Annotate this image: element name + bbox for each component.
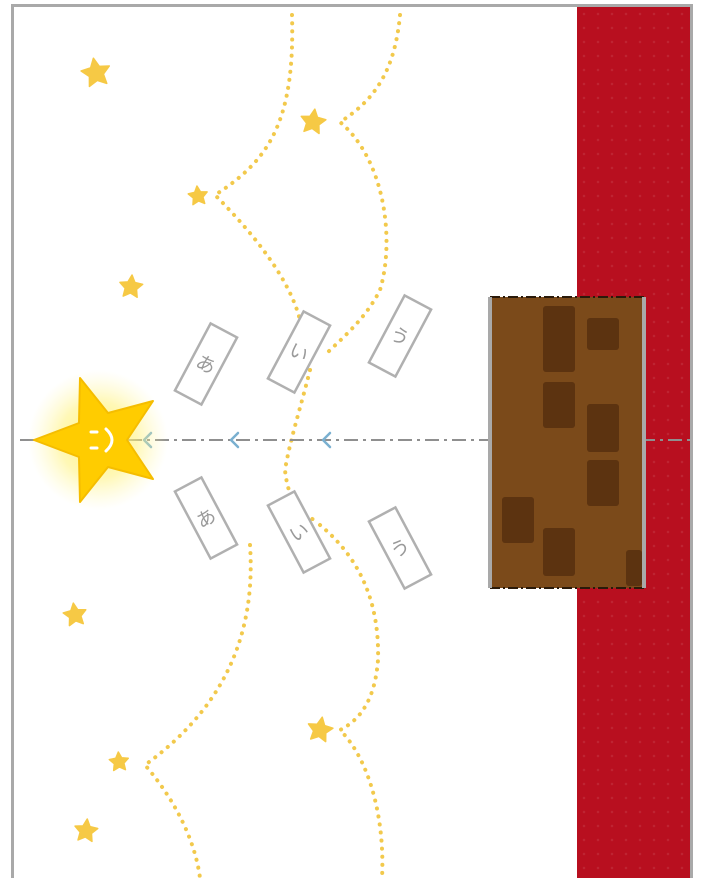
star-icon: [306, 715, 335, 742]
star-icon: [188, 185, 209, 205]
smiling-star-icon: [28, 370, 168, 510]
star-icon: [299, 107, 327, 134]
dotted-path-upper-a: [215, 15, 300, 320]
tag-card: い: [268, 491, 330, 572]
dotted-path-upper-b: [325, 15, 400, 355]
tag-card: あ: [175, 477, 237, 558]
tag-group-lower: あ い う: [175, 477, 431, 588]
star-icon: [62, 602, 88, 627]
star-icon: [109, 751, 129, 770]
tag-card: う: [369, 507, 431, 588]
star-icon: [79, 56, 112, 88]
tag-group-upper: あ い う: [175, 295, 431, 404]
dotted-path-lower-a: [145, 545, 251, 878]
tag-card: う: [369, 295, 431, 376]
star-icon: [74, 818, 99, 842]
brown-box: [488, 297, 646, 588]
star-icon: [119, 274, 144, 298]
tag-card: い: [268, 311, 330, 392]
dotted-path-lower-b: [320, 525, 382, 878]
tag-card: あ: [175, 323, 237, 404]
